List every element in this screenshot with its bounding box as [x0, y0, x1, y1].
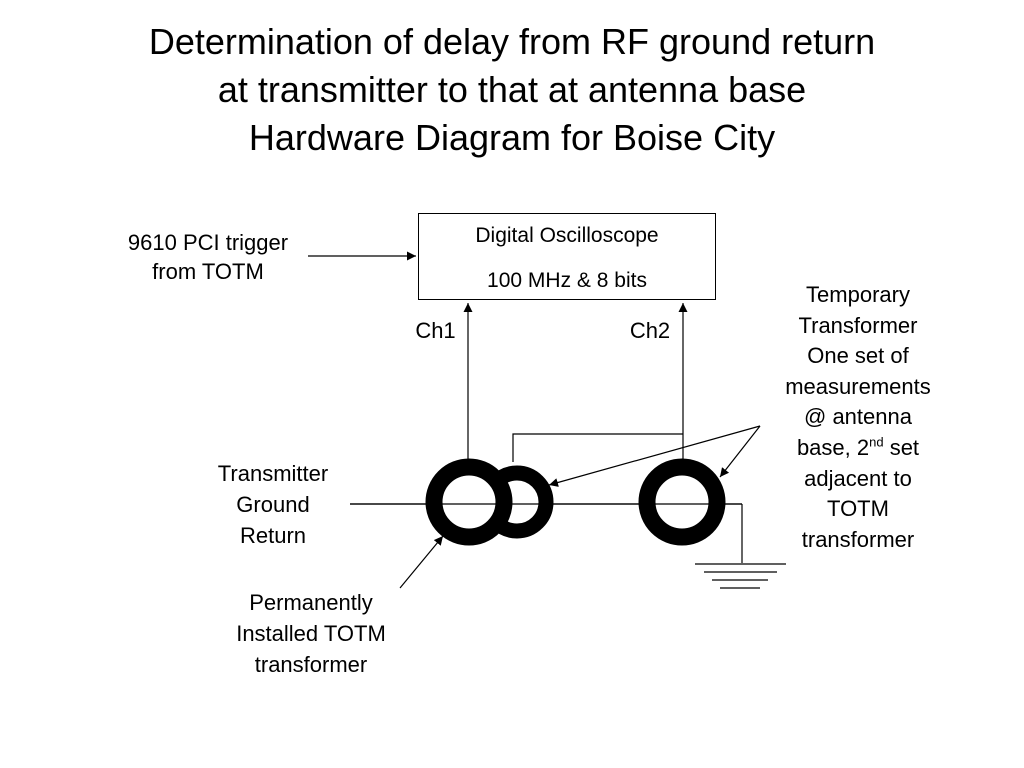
temp-label-line-7: adjacent to — [804, 465, 912, 491]
ground-return-line-1: Transmitter — [217, 461, 329, 486]
temporary-transformer-toroid — [638, 458, 726, 546]
totm-pointer-arrow — [399, 535, 444, 589]
temp-label-line-2: Transformer — [798, 312, 918, 338]
ground-return-label: Transmitter Ground Return — [200, 458, 346, 551]
temp-label-line-3: One set of — [807, 343, 909, 369]
trigger-label-line-1: 9610 PCI trigger — [127, 230, 289, 255]
temp-label-line-9: transformer — [801, 526, 915, 552]
totm-label-line-3: transformer — [254, 652, 368, 677]
page-title: Determination of delay from RF ground re… — [0, 18, 1024, 162]
temp-pointer-arrow-2 — [719, 425, 761, 478]
ground-return-line-3: Return — [239, 523, 307, 548]
temp-label-line-6a: base, 2 — [796, 434, 870, 460]
temp-label-line-6b: set — [883, 434, 920, 460]
ch2-label: Ch2 — [629, 318, 671, 343]
oscilloscope-spec: 100 MHz & 8 bits — [487, 269, 647, 292]
title-line-3: Hardware Diagram for Boise City — [248, 117, 776, 158]
temp-label-line-8: TOTM — [827, 496, 889, 522]
temp-label-line-6-sup: nd — [869, 434, 884, 450]
totm-label: Permanently Installed TOTM transformer — [216, 587, 406, 680]
ground-return-line-2: Ground — [236, 492, 310, 517]
temporary-transformer-label: Temporary Transformer One set of measure… — [768, 280, 948, 555]
rear-toroid-lead — [512, 433, 683, 462]
ch1-label: Ch1 — [415, 318, 456, 343]
temp-label-line-5: @ antenna — [804, 404, 912, 430]
title-line-1: Determination of delay from RF ground re… — [148, 21, 876, 62]
ground-symbol-icon — [695, 563, 786, 589]
temp-label-line-6: base, 2nd set — [768, 433, 948, 464]
temp-pointer-arrow-1 — [548, 425, 761, 487]
oscilloscope-name: Digital Oscilloscope — [475, 224, 659, 247]
title-line-2: at transmitter to that at antenna base — [217, 69, 807, 110]
trigger-label-line-2: from TOTM — [152, 259, 264, 284]
totm-transformer-toroid — [425, 458, 513, 546]
temp-label-line-1: Temporary — [806, 282, 910, 307]
trigger-label: 9610 PCI trigger from TOTM — [100, 228, 316, 286]
digital-oscilloscope-box: Digital Oscilloscope 100 MHz & 8 bits — [418, 213, 716, 300]
temp-label-line-4: measurements — [785, 373, 931, 399]
totm-label-line-2: Installed TOTM — [236, 621, 386, 646]
totm-label-line-1: Permanently — [249, 590, 373, 615]
